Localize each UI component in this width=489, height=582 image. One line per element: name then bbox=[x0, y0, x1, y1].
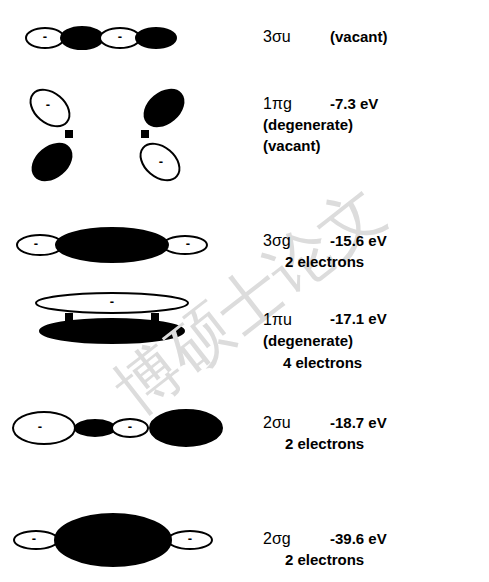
watermark: 博硕士论文 bbox=[102, 174, 398, 426]
orbital-name: 2σu bbox=[263, 414, 291, 432]
energy-value: -39.6 eV bbox=[330, 531, 387, 548]
energy-value: -7.3 eV bbox=[330, 96, 378, 113]
phase-sign: - bbox=[110, 295, 114, 309]
phase-sign: - bbox=[46, 98, 50, 112]
orbital-name: 1πg bbox=[263, 95, 292, 113]
phase-sign: - bbox=[159, 155, 163, 169]
sigma-u-antibonding-orbital bbox=[26, 27, 176, 49]
energy-value: -17.1 eV bbox=[330, 311, 387, 328]
energy-value: -15.6 eV bbox=[330, 233, 387, 250]
electron-count: 2 electrons bbox=[285, 254, 364, 271]
energy-value: -18.7 eV bbox=[330, 415, 387, 432]
orbital-name: 3σu bbox=[263, 28, 291, 46]
phase-sign: - bbox=[43, 30, 47, 44]
phase-sign: - bbox=[38, 420, 42, 434]
degeneracy-note: (degenerate) bbox=[263, 333, 353, 350]
orbital-name: 3σg bbox=[263, 232, 291, 250]
orbital-name: 2σg bbox=[263, 530, 291, 548]
phase-sign: - bbox=[188, 532, 192, 546]
sigma-g-bonding-orbital bbox=[14, 514, 212, 566]
occupancy-note: (vacant) bbox=[330, 29, 388, 46]
electron-count: 4 electrons bbox=[283, 355, 362, 372]
phase-sign: - bbox=[32, 532, 36, 546]
sigma-g-orbital bbox=[17, 228, 207, 262]
sigma-u-orbital bbox=[13, 410, 222, 446]
electron-count: 2 electrons bbox=[285, 436, 364, 453]
degeneracy-note: (degenerate) bbox=[263, 117, 353, 134]
electron-count: 2 electrons bbox=[285, 552, 364, 569]
occupancy-note: (vacant) bbox=[263, 138, 321, 155]
phase-sign: - bbox=[118, 30, 122, 44]
phase-sign: - bbox=[186, 237, 190, 251]
pi-g-orbital bbox=[24, 82, 191, 187]
phase-sign: - bbox=[128, 420, 132, 434]
orbital-name: 1πu bbox=[263, 311, 292, 329]
phase-sign: - bbox=[34, 237, 38, 251]
